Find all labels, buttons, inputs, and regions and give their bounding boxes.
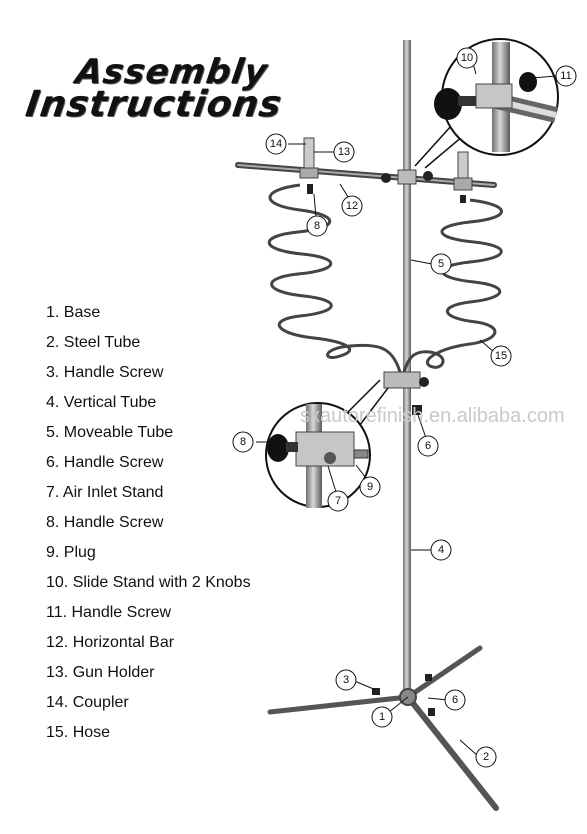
svg-text:10: 10 [461,52,473,64]
callout-3: 3 [335,669,357,691]
svg-text:12: 12 [346,200,358,212]
svg-text:8: 8 [240,436,246,448]
parts-list-item: 1. Base [46,304,101,321]
page-title-line2: Instructions [23,84,285,125]
svg-text:3: 3 [343,674,349,686]
parts-list-item: 7. Air Inlet Stand [46,484,164,501]
svg-text:15: 15 [495,350,507,362]
parts-list-item: 10. Slide Stand with 2 Knobs [46,574,251,591]
callout-5: 5 [430,253,452,275]
svg-text:5: 5 [438,258,444,270]
callout-6-pole: 6 [417,435,439,457]
parts-list-item: 9. Plug [46,544,96,561]
vertical-tube [403,40,411,700]
callout-12: 12 [341,195,363,217]
callout-8-holder: 8 [306,215,328,237]
svg-text:4: 4 [438,544,444,556]
callout-7: 7 [327,490,349,512]
parts-list-item: 12. Horizontal Bar [46,634,175,651]
svg-text:8: 8 [314,220,320,232]
callout-8-inset: 8 [232,431,254,453]
svg-text:6: 6 [425,440,431,452]
svg-text:9: 9 [367,481,373,493]
callout-14: 14 [265,133,287,155]
parts-list-item: 15. Hose [46,724,111,741]
callout-2: 2 [475,746,497,768]
callout-15: 15 [490,345,512,367]
callout-10: 10 [456,47,478,69]
parts-list: 1. Base 2. Steel Tube 3. Handle Screw 4.… [46,298,251,748]
parts-list-item: 4. Vertical Tube [46,394,157,411]
svg-text:1: 1 [379,711,385,723]
callout-6-base: 6 [444,689,466,711]
svg-text:6: 6 [452,694,458,706]
callout-13: 13 [333,141,355,163]
coiled-hose-right [402,198,503,373]
parts-list-item: 2. Steel Tube [46,334,141,351]
parts-list-item: 8. Handle Screw [46,514,164,531]
parts-list-item: 14. Coupler [46,694,129,711]
watermark: sxautorefinish.en.alibaba.com [300,405,565,427]
svg-text:7: 7 [335,495,341,507]
parts-list-item: 6. Handle Screw [46,454,164,471]
parts-list-item: 5. Moveable Tube [46,424,174,441]
parts-list-item: 3. Handle Screw [46,364,164,381]
svg-text:2: 2 [483,751,489,763]
svg-text:14: 14 [270,138,282,150]
svg-text:13: 13 [338,146,350,158]
parts-list-item: 11. Handle Screw [46,604,172,621]
air-inlet-stand [383,371,429,415]
inset-slide-stand [414,38,559,169]
tripod-base [267,645,499,811]
gun-holder-left [299,137,319,194]
inset-air-inlet [265,379,389,508]
callout-11: 11 [555,65,577,87]
callout-9: 9 [359,476,381,498]
coiled-hose-left [267,183,402,373]
callout-4: 4 [430,539,452,561]
svg-text:11: 11 [560,70,571,82]
gun-holder-right [453,151,473,203]
horizontal-bar [235,162,497,188]
callout-1: 1 [371,706,393,728]
parts-list-item: 13. Gun Holder [46,664,155,681]
